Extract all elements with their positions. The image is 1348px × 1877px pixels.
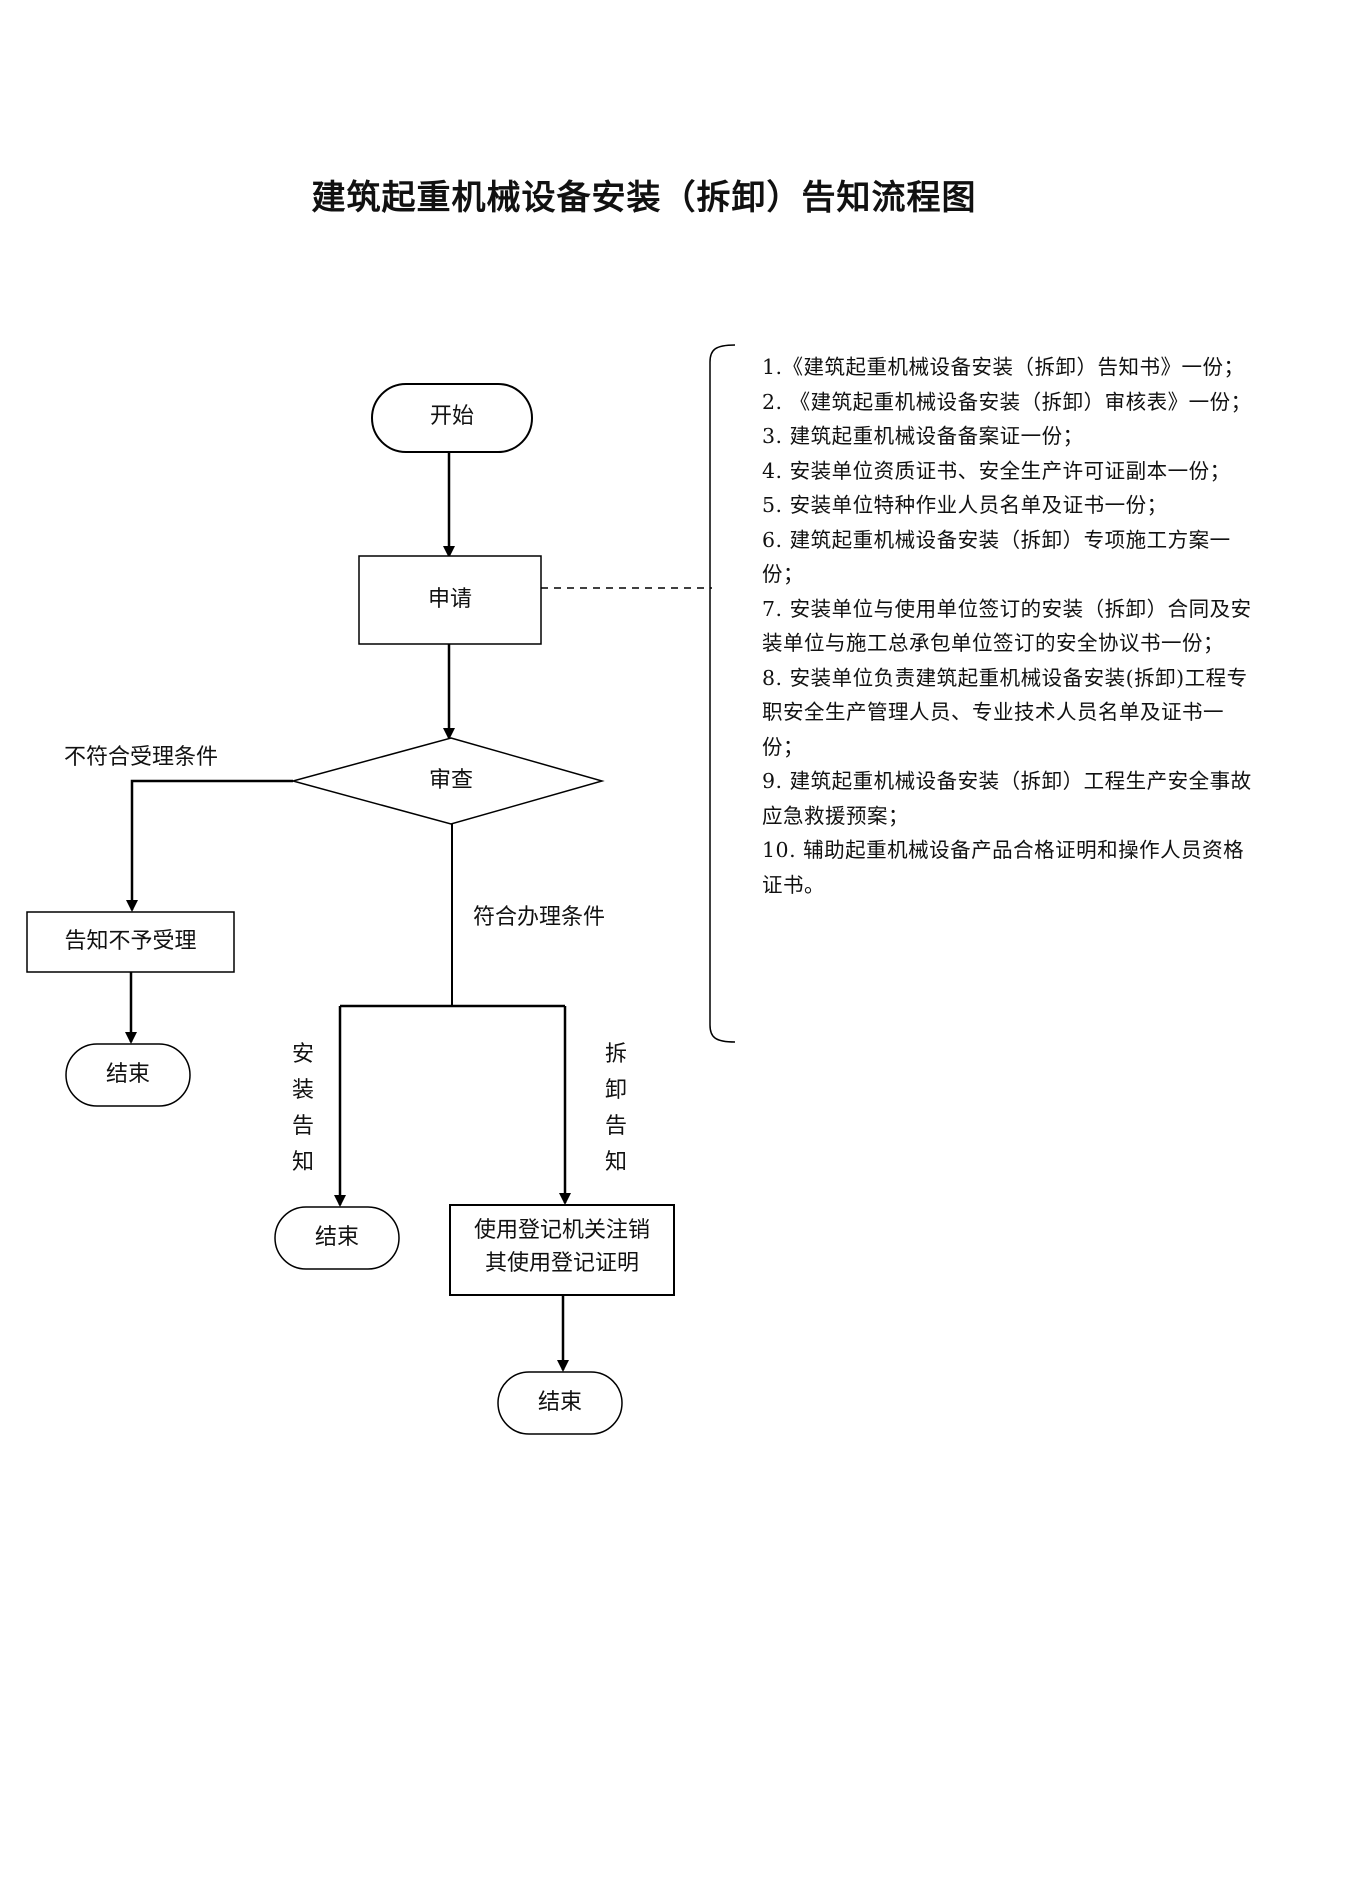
requirement-item: 9. 建筑起重机械设备安装（拆卸）工程生产安全事故应急救援预案； — [762, 769, 1252, 828]
requirement-item: 5. 安装单位特种作业人员名单及证书一份； — [762, 493, 1168, 517]
requirement-item: 6. 建筑起重机械设备安装（拆卸）专项施工方案一份； — [762, 527, 1231, 587]
end-install-label: 结束 — [314, 1225, 359, 1250]
reject-label: 告知不予受理 — [64, 929, 197, 954]
arrow-review-to-reject — [126, 779, 293, 912]
review-label: 审查 — [428, 768, 473, 793]
requirement-item: 2. 《建筑起重机械设备安装（拆卸）审核表》一份； — [762, 389, 1252, 414]
requirement-item: 7. 安装单位与使用单位签订的安装（拆卸）合同及安装单位与施工总承包单位签订的安… — [762, 596, 1252, 656]
start-label: 开始 — [429, 404, 474, 429]
end-reject-node — [65, 1043, 191, 1107]
dismantle-notice-label: 拆 卸 告 知 — [604, 1042, 627, 1175]
not-qualified-label: 不符合受理条件 — [64, 745, 219, 770]
page-title: 建筑起重机械设备安装（拆卸）告知流程图 — [311, 178, 977, 218]
install-notice-label: 安 装 告 知 — [291, 1042, 314, 1175]
requirement-item: 1.《建筑起重机械设备安装（拆卸）告知书》一份； — [762, 355, 1245, 379]
cancel-registration-node — [449, 1204, 675, 1296]
requirements-brace — [709, 344, 736, 1043]
end-dismantle-node — [497, 1371, 623, 1435]
end-dismantle-label: 结束 — [537, 1390, 582, 1415]
requirement-item: 4. 安装单位资质证书、安全生产许可证副本一份； — [762, 458, 1231, 483]
apply-label: 申请 — [427, 587, 472, 612]
cancel-line-1: 使用登记机关注销 — [473, 1218, 650, 1243]
end-install-node — [274, 1206, 400, 1270]
start-node — [371, 383, 533, 453]
end-reject-label: 结束 — [105, 1062, 150, 1087]
requirement-item: 10. 辅助起重机械设备产品合格证明和操作人员资格证书。 — [762, 838, 1245, 897]
cancel-registration-label: 使用登记机关注销 其使用登记证明 — [450, 1214, 674, 1280]
reject-node — [26, 911, 235, 973]
qualified-label: 符合办理条件 — [473, 905, 606, 930]
requirement-item: 8. 安装单位负责建筑起重机械设备安装(拆卸)工程专职安全生产管理人员、专业技术… — [762, 665, 1248, 759]
cancel-line-2: 其使用登记证明 — [484, 1251, 639, 1276]
requirements-list: 1.《建筑起重机械设备安装（拆卸）告知书》一份； 2. 《建筑起重机械设备安装（… — [762, 350, 1262, 902]
requirement-item: 3. 建筑起重机械设备备案证一份； — [762, 424, 1084, 448]
